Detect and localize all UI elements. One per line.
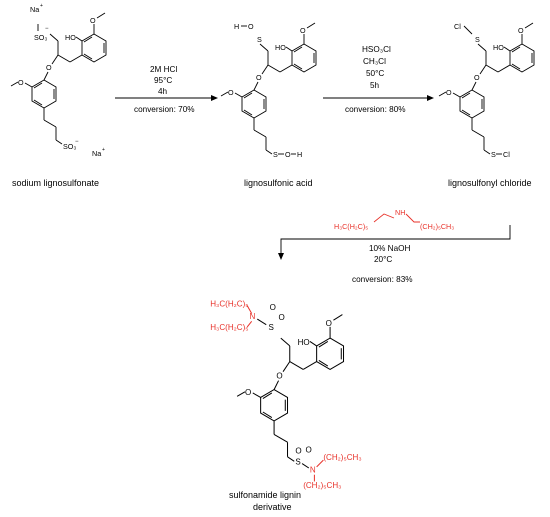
methoxy-o-a: O [90, 16, 96, 25]
na-charge: + [40, 3, 43, 9]
compound-label-lignosulfonic-acid: lignosulfonic acid [244, 178, 313, 188]
sulfonamide-o-bottom2: O [305, 445, 311, 454]
step2-temp: 50°C [366, 69, 384, 78]
ether-o: O [256, 73, 262, 82]
step1-conversion: conversion: 70% [134, 105, 195, 114]
hydroxyl-label: HO [298, 338, 310, 347]
sulfonyl-s-top: S [475, 35, 480, 44]
lignosulfonic-acid-structure: H O S HO O O O S O H [220, 22, 317, 159]
step2-time: 5h [370, 81, 380, 90]
sodium-lignosulfonate-structure: Na + SO₃ − HO O O O SO₃ − Na + [10, 3, 107, 158]
step2-reagent: HSO₃Cl [362, 45, 391, 54]
acid-h-bottom: H [297, 150, 302, 159]
methoxy-o-b: O [446, 88, 452, 97]
step1-temp: 95°C [154, 76, 172, 85]
methoxy-o-b: O [18, 78, 24, 87]
acid-o-top: O [248, 22, 254, 31]
sulfonamide-s-top: S [268, 323, 273, 332]
step1-time: 4h [158, 87, 168, 96]
ether-o: O [276, 371, 282, 380]
step3-temp: 20°C [374, 255, 392, 264]
acid-s-top: S [257, 35, 262, 44]
hydroxyl-label: HO [493, 43, 504, 52]
hydroxyl-label: HO [275, 43, 286, 52]
sulfonyl-s-bottom: S [491, 150, 496, 159]
compound-label-product-line2: derivative [253, 502, 292, 512]
sulfonamide-o-top2: O [279, 313, 285, 322]
amine-left-chain: H₃C(H₂C)₅ [334, 222, 368, 231]
compound-label-product-line1: sulfonamide lignin [229, 490, 301, 500]
sulfonamide-s-bottom: S [295, 458, 300, 467]
step1-reagent: 2M HCl [150, 65, 177, 74]
step3-base: 10% NaOH [369, 244, 410, 253]
sulfonate-bottom-charge: − [75, 139, 79, 145]
ether-o: O [46, 63, 52, 72]
methoxy-o-a: O [300, 26, 306, 35]
acid-o-bottom: O [285, 150, 291, 159]
cl-bottom: Cl [503, 150, 510, 159]
sulfonate-top-charge: − [45, 26, 49, 32]
hexyl-top-1: H₃C(H₂C)₅ [210, 300, 248, 309]
methoxy-o-a: O [326, 319, 332, 328]
hexyl-bottom-2: (CH₂)₅CH₃ [303, 481, 341, 490]
reaction-arrow-3 [278, 225, 511, 260]
compound-label-sodium-lignosulfonate: sodium lignosulfonate [12, 178, 99, 188]
hexyl-bottom-1: (CH₂)₅CH₃ [323, 453, 361, 462]
reaction-arrow-2 [323, 95, 434, 101]
sulfonate-top-label: SO₃ [34, 33, 47, 42]
lignosulfonyl-chloride-structure: Cl S HO O O O S Cl [438, 22, 535, 159]
reaction-arrow-1 [115, 95, 218, 101]
acid-s-bottom: S [273, 150, 278, 159]
compound-label-lignosulfonyl-chloride: lignosulfonyl chloride [448, 178, 532, 188]
methoxy-o-a: O [518, 26, 524, 35]
amine-nh: NH [395, 208, 405, 217]
step2-conversion: conversion: 80% [345, 105, 406, 114]
na-label: Na [30, 5, 39, 14]
ether-o: O [474, 73, 480, 82]
methoxy-o-b: O [228, 88, 234, 97]
step3-conversion: conversion: 83% [352, 275, 413, 284]
sulfonamide-n-bottom: N [310, 465, 316, 474]
methoxy-o-b: O [245, 388, 251, 397]
step2-solvent: CH₃Cl [363, 57, 386, 66]
sulfonate-bottom-label: SO₃ [63, 142, 76, 151]
amine-right-chain: (CH₂)₅CH₃ [420, 222, 454, 231]
dihexylamine-structure: H₃C(H₂C)₅ NH (CH₂)₅CH₃ [334, 208, 454, 231]
hydroxyl-label: HO [65, 33, 76, 42]
sulfonamide-o-top1: O [270, 303, 276, 312]
acid-h-top: H [234, 22, 239, 31]
na-bottom-label: Na [92, 149, 101, 158]
sulfonamide-n-top: N [249, 312, 255, 321]
sulfonamide-o-bottom1: O [295, 446, 301, 455]
hexyl-top-2: H₃C(H₂C)₅ [210, 323, 248, 332]
sulfonamide-lignin-structure: H₃C(H₂C)₅ H₃C(H₂C)₅ N O S O HO O O O S O… [210, 300, 361, 490]
cl-top: Cl [454, 22, 461, 31]
na-bottom-charge: + [102, 147, 105, 153]
